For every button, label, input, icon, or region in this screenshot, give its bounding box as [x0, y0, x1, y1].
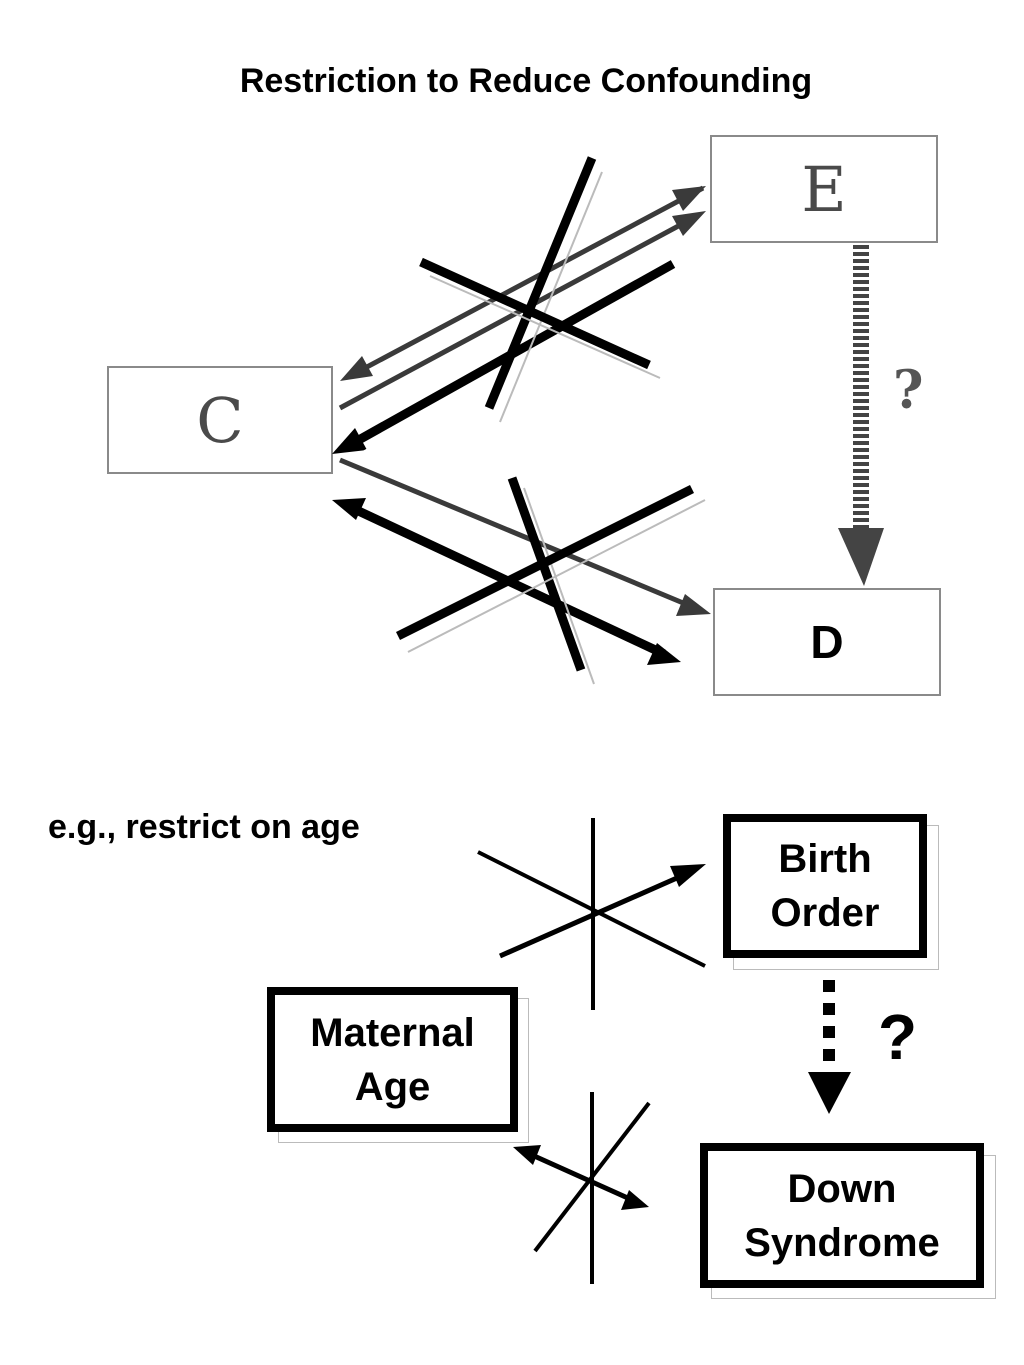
arrow-upper-e-head [672, 186, 706, 211]
birth-order-label: Birth Order [770, 837, 880, 935]
maternal-age-box: Maternal Age [267, 987, 518, 1132]
arrow-c-to-e-head [672, 211, 706, 236]
cross-line-lower-1 [507, 476, 586, 672]
bottom-question-mark: ? [878, 1001, 918, 1073]
example-label: e.g., restrict on age [48, 808, 360, 846]
maternal-age-label: Maternal Age [310, 1010, 475, 1109]
cross-line-upper-2 [419, 257, 651, 370]
bold-arrow-to-c-head [332, 428, 367, 454]
node-c-box: C [107, 366, 333, 474]
arrow-age-to-birth-order-head [670, 864, 706, 887]
arrow-e-to-c [348, 185, 705, 379]
bold-arrow-c-d-head-left [332, 498, 366, 520]
down-syndrome-box: Down Syndrome [700, 1143, 984, 1288]
cross-line-bottom-diagonal [533, 1101, 651, 1253]
node-d-label: D [810, 616, 844, 668]
node-e-label: E [801, 152, 847, 226]
down-syndrome-label: Down Syndrome [744, 1166, 940, 1265]
arrow-c-to-d-head [676, 594, 711, 616]
cross-line-lower-2-shadow [407, 499, 706, 653]
arrow-age-down-double [530, 1152, 632, 1202]
node-c-label: C [196, 383, 244, 457]
cross-line-upper-2-shadow [429, 275, 661, 379]
arrow-e-to-c-head [340, 356, 373, 381]
cross-line-upper-1-shadow [499, 171, 603, 423]
page-title: Restriction to Reduce Confounding [239, 62, 813, 100]
bold-arrow-c-d-head-right [647, 643, 681, 665]
node-e-box: E [710, 135, 938, 243]
arrow-age-down-head-right [621, 1190, 649, 1210]
cross-line-top-diagonal [477, 850, 706, 968]
cross-line-lower-2 [395, 484, 695, 641]
arrow-age-down-head-left [513, 1145, 541, 1165]
dashed-arrow-birth-to-down-head [808, 1072, 851, 1114]
top-question-mark: ? [893, 360, 924, 421]
cross-line-upper-1 [484, 156, 597, 410]
dashed-arrow-e-to-d-head [838, 528, 884, 586]
arrow-c-to-e [338, 213, 699, 411]
cross-line-lower-1-shadow [523, 487, 595, 685]
bold-arrow-to-c-highlight [344, 271, 686, 463]
birth-order-box: Birth Order [723, 814, 927, 958]
arrow-c-to-d [339, 457, 701, 613]
node-d-box: D [713, 588, 941, 696]
